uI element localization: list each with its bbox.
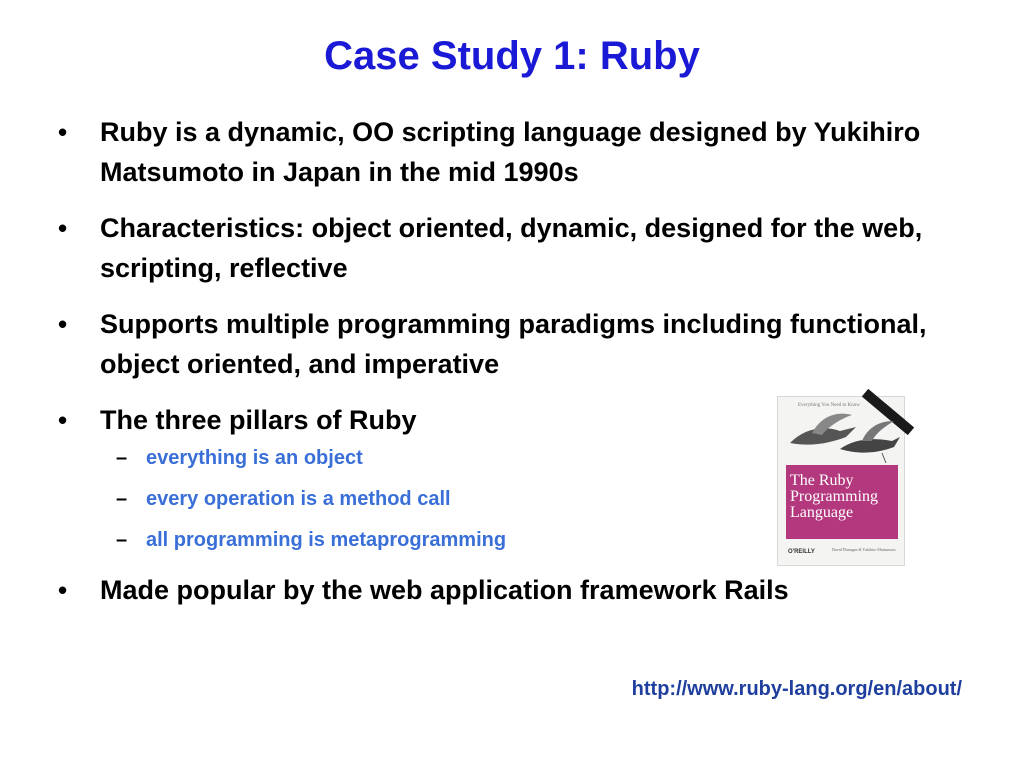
sub-bullet-item: – all programming is metaprogramming [100, 526, 958, 554]
slide-title: Case Study 1: Ruby [324, 34, 700, 78]
bullet-text: Made popular by the web application fram… [100, 575, 789, 605]
bullet-item: • Characteristics: object oriented, dyna… [58, 208, 958, 288]
sub-bullet-item: – everything is an object [100, 444, 958, 472]
bullet-text: Characteristics: object oriented, dynami… [100, 213, 923, 283]
book-title: The Ruby Programming Language [790, 472, 878, 521]
dash-icon: – [116, 529, 128, 551]
bird-illustration-icon [790, 413, 900, 464]
bullet-item: • Ruby is a dynamic, OO scripting langua… [58, 112, 958, 192]
bullet-text: The three pillars of Ruby [100, 405, 417, 435]
book-authors: David Flanagan & Yukihiro Matsumoto [832, 547, 896, 552]
sub-bullet-text: every operation is a method call [146, 488, 451, 510]
bullet-dot-icon: • [58, 213, 68, 243]
dash-icon: – [116, 488, 128, 510]
bullet-item: • Made popular by the web application fr… [58, 570, 958, 610]
bullet-list: • Ruby is a dynamic, OO scripting langua… [58, 112, 958, 626]
bullet-dot-icon: • [58, 575, 68, 605]
sub-bullet-list: – everything is an object – every operat… [100, 444, 958, 554]
bullet-item: • Supports multiple programming paradigm… [58, 304, 958, 384]
source-link[interactable]: http://www.ruby-lang.org/en/about/ [631, 678, 962, 700]
sub-bullet-text: everything is an object [146, 447, 363, 469]
book-publisher: O'REILLY [788, 549, 815, 555]
sub-bullet-item: – every operation is a method call [100, 485, 958, 513]
bullet-dot-icon: • [58, 117, 68, 147]
book-cover-image: Everything You Need to Know The Ruby Pro… [777, 388, 915, 566]
bullet-item: • The three pillars of Ruby – everything… [58, 400, 958, 554]
book-title-panel: The Ruby Programming Language [786, 465, 898, 539]
bullet-text: Ruby is a dynamic, OO scripting language… [100, 117, 921, 187]
bullet-text: Supports multiple programming paradigms … [100, 309, 927, 379]
dash-icon: – [116, 447, 128, 469]
book-tagline: Everything You Need to Know [798, 403, 860, 408]
sub-bullet-text: all programming is metaprogramming [146, 529, 507, 551]
bullet-dot-icon: • [58, 309, 68, 339]
bullet-dot-icon: • [58, 405, 68, 435]
